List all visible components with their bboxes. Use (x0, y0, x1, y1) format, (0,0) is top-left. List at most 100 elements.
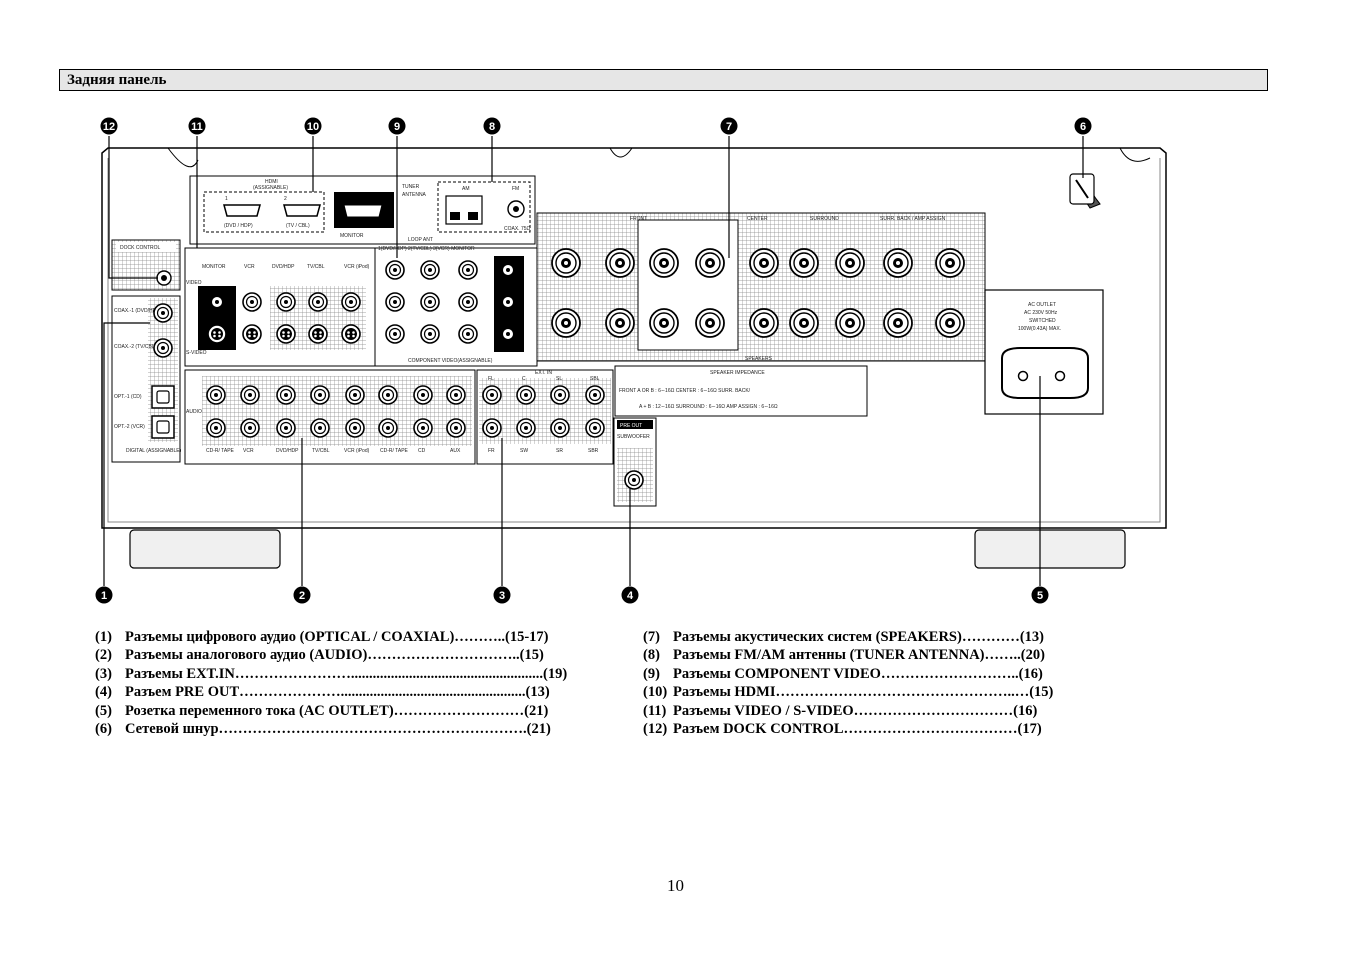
audio-dvd-label: DVD/HDP (276, 448, 299, 454)
sbr-label: SBR (588, 448, 599, 454)
callout-5: 5 (1037, 590, 1043, 602)
audio-vcr-label: VCR (243, 448, 254, 454)
legend-item: (2)Разъемы аналогового аудио (AUDIO)…………… (95, 646, 600, 664)
sr-label: SR (556, 448, 563, 454)
legend-left: (1) Разъемы цифрового аудио (OPTICAL / CO… (95, 628, 600, 738)
ac-outlet-label: AC OUTLET (1028, 302, 1056, 308)
legend-text: Разъемы цифрового аудио (OPTICAL / COAXI… (125, 629, 549, 645)
hdmi-label: HDMI (265, 179, 278, 185)
legend-text: Разъемы EXT.IN……………………..................… (125, 665, 568, 682)
audio-tv-label: TV/CBL (312, 448, 330, 454)
callout-9: 9 (394, 121, 400, 133)
legend-num: (11) (643, 702, 667, 719)
rear-panel-diagram: HDMI (ASSIGNABLE) 1 2 (DVD / HDP) (TV / … (90, 108, 1180, 613)
legend-item: (12) Разъем DOCK CONTROL………………………………(17) (643, 720, 1093, 738)
coax1-label: COAX.-1 (DVD/HDP) (114, 308, 162, 314)
legend-text: Сетевой шнур……………………………………………………….(21) (125, 721, 551, 738)
fm-label: FM (512, 186, 519, 192)
speakers-label: SPEAKERS (745, 356, 773, 362)
audio-aux-label: AUX (450, 448, 461, 454)
sbl-label: SBL (590, 376, 600, 382)
callout-12: 12 (103, 121, 115, 133)
section-header: Задняя панель (59, 69, 1268, 91)
legend-item: (6) Сетевой шнур……………………………………………………….(21… (95, 720, 600, 738)
callout-2: 2 (299, 590, 305, 602)
hdmi1-sub-label: (DVD / HDP) (224, 223, 253, 229)
hdmi-assignable-label: (ASSIGNABLE) (253, 185, 288, 191)
callout-6: 6 (1080, 121, 1086, 133)
legend-text: Разъемы VIDEO / S-VIDEO……………………………(16) (673, 702, 1038, 719)
section-title: Задняя панель (67, 72, 167, 88)
hdmi-monitor-label: MONITOR (340, 233, 364, 239)
legend-num: (4) (95, 684, 112, 701)
audio-cd-label: CD (418, 448, 426, 454)
legend-item: (1) Разъемы цифрового аудио (OPTICAL / CO… (95, 628, 600, 646)
legend-text: Разъемы акустических систем (SPEAKERS)……… (673, 629, 1044, 645)
am-label: AM (462, 186, 470, 192)
impedance-line-2: A + B : 12∼16Ω SURROUND : 6∼16Ω AMP ASSI… (639, 404, 778, 410)
center-label: CENTER (747, 216, 768, 222)
legend-item: (4) Разъем PRE OUT…………………................… (95, 683, 600, 701)
video-vcr-ipod-label: VCR (iPod) (344, 264, 370, 270)
callout-10: 10 (307, 121, 319, 133)
ac-line-1: AC 230V 50Hz (1024, 310, 1058, 316)
ac-line-3: 100W(0.43A) MAX. (1018, 326, 1061, 332)
pre-out-label: PRE OUT (620, 423, 642, 429)
legend-item: (5)Розетка переменного тока (AC OUTLET)…… (95, 702, 600, 720)
loop-ant-label: LOOP ANT (408, 237, 433, 243)
tuner-label: TUNER (402, 184, 420, 190)
legend-num: (6) (95, 721, 112, 738)
digital-label: DIGITAL (ASSIGNABLE) (126, 448, 182, 454)
legend-text: Разъемы аналогового аудио (AUDIO)…………………… (125, 647, 544, 664)
coax75-label: COAX. 75Ω (504, 226, 531, 232)
callout-8: 8 (489, 121, 495, 133)
coax2-label: COAX.-2 (TV/CBL) (114, 344, 157, 350)
legend-text: Разъем PRE OUT…………………...................… (125, 684, 550, 701)
opt1-label: OPT.-1 (CD) (114, 394, 142, 400)
component-label: COMPONENT VIDEO(ASSIGNABLE) (408, 358, 493, 364)
opt2-label: OPT.-2 (VCR) (114, 424, 145, 430)
page-number: 10 (667, 876, 684, 895)
legend-num: (1) (95, 629, 112, 645)
antenna-label: ANTENNA (402, 192, 427, 198)
impedance-title: SPEAKER IMPEDANCE (710, 370, 765, 376)
legend-text: Разъемы HDMI…………………………………………..…(15) (673, 684, 1054, 701)
hdmi2-label: 2 (284, 196, 287, 202)
video-monitor-label: MONITOR (202, 264, 226, 270)
surr-back-label: SURR. BACK / AMP ASSIGN (880, 216, 946, 222)
impedance-line-1: FRONT A OR B : 6∼16Ω CENTER : 6∼16Ω SURR… (619, 388, 751, 394)
s-video-label: S-VIDEO (186, 350, 207, 356)
callout-3: 3 (499, 590, 505, 602)
legend-text: Разъем DOCK CONTROL………………………………(17) (673, 721, 1042, 738)
legend-num: (10) (643, 684, 668, 701)
audio-vcr-ipod-label: VCR (iPod) (344, 448, 370, 454)
surround-label: SURROUND (810, 216, 839, 222)
legend-num: (12) (643, 721, 668, 738)
legend-right: (7) Разъемы акустических систем (SPEAKERS… (643, 628, 1093, 738)
sl-label: SL (556, 376, 562, 382)
c-label: C (522, 376, 526, 382)
subwoofer-label: SUBWOOFER (617, 434, 650, 440)
legend-text: Разъемы COMPONENT VIDEO………………………..(16) (673, 665, 1043, 682)
hdmi1-label: 1 (225, 196, 228, 202)
audio-cdr-label: CD-R/ TAPE (206, 448, 235, 454)
legend-text: Разъемы FM/AM антенны (TUNER ANTENNA)…….… (673, 647, 1045, 664)
legend-item: (10) Разъемы HDMI…………………………………………..…(15) (643, 683, 1093, 701)
ac-line-2: SWITCHED (1029, 318, 1056, 324)
callout-1: 1 (101, 590, 107, 602)
legend-item: (3)Разъемы EXT.IN……………………...............… (95, 665, 600, 683)
component-header-label: 1(DVD/HDP) 2(TV/CBL) 3(VCR) MONITOR (378, 246, 475, 252)
sw-label: SW (520, 448, 528, 454)
front-label: FRONT (630, 216, 647, 222)
callout-4: 4 (627, 590, 634, 602)
callout-7: 7 (726, 121, 732, 133)
hdmi2-sub-label: (TV / CBL) (286, 223, 310, 229)
fr-label: FR (488, 448, 495, 454)
video-vcr-label: VCR (244, 264, 255, 270)
legend-item: (11) Разъемы VIDEO / S-VIDEO……………………………(1… (643, 702, 1093, 720)
dock-control-label: DOCK CONTROL (120, 245, 161, 251)
video-tv-label: TV/CBL (307, 264, 325, 270)
legend-num: (7) (643, 629, 660, 645)
legend-num: (9) (643, 665, 660, 682)
audio-label: AUDIO (186, 409, 202, 415)
